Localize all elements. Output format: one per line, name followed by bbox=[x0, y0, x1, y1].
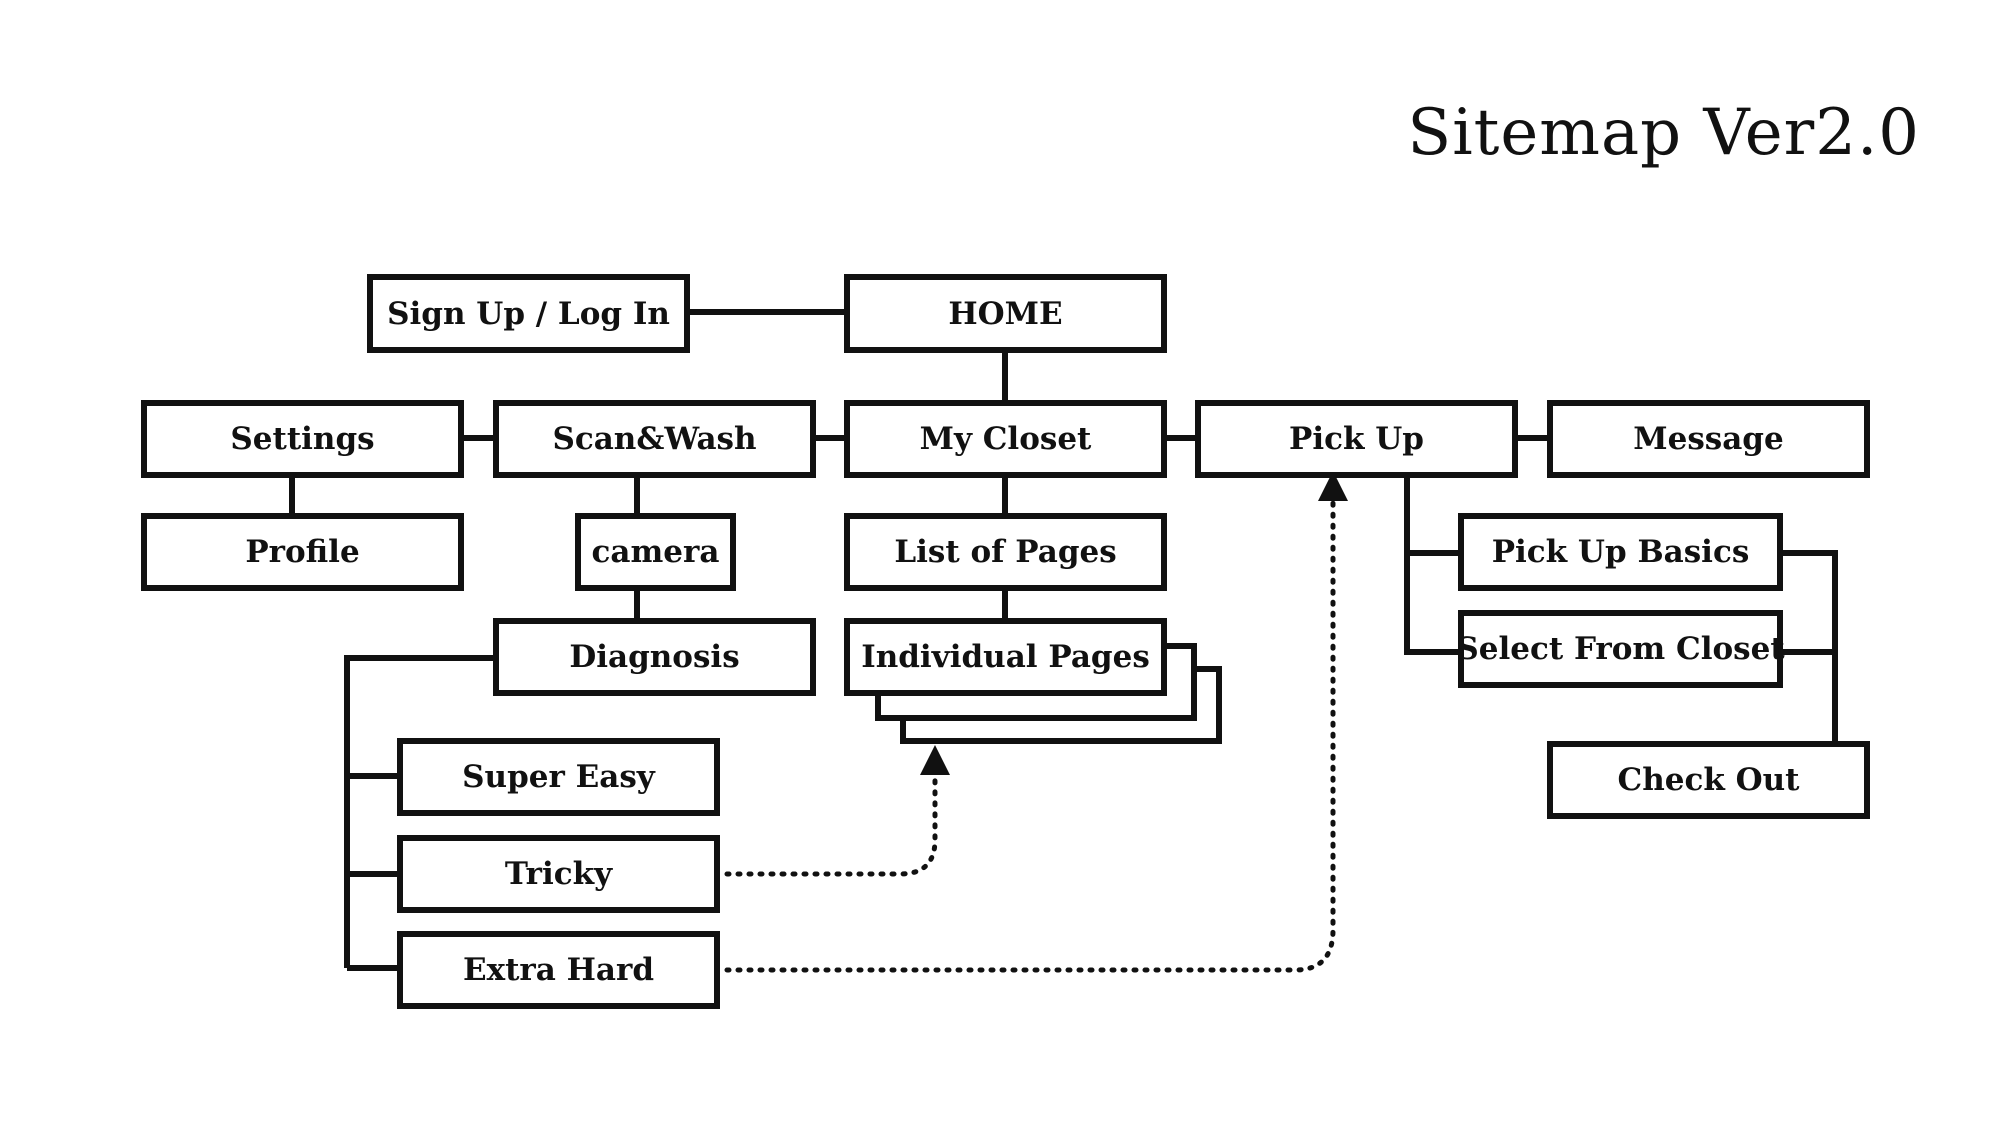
node-scan-wash[interactable]: Scan&Wash bbox=[493, 400, 816, 478]
node-profile[interactable]: Profile bbox=[141, 513, 464, 591]
node-select-from-closet[interactable]: Select From Closet bbox=[1456, 610, 1785, 688]
node-pick-up[interactable]: Pick Up bbox=[1195, 400, 1518, 478]
node-super-easy[interactable]: Super Easy bbox=[397, 738, 720, 816]
link-basics-checkout bbox=[1780, 550, 1838, 744]
node-extra-hard[interactable]: Extra Hard bbox=[397, 931, 720, 1009]
node-camera[interactable]: camera bbox=[575, 513, 736, 591]
node-tricky[interactable]: Tricky bbox=[397, 835, 720, 913]
dotted-link-tricky-individual bbox=[724, 745, 950, 877]
node-signup-login[interactable]: Sign Up / Log In bbox=[367, 274, 690, 353]
link-pickup-select bbox=[1404, 553, 1460, 655]
link-pickup-basics bbox=[1404, 476, 1460, 556]
node-individual-pages[interactable]: Individual Pages bbox=[844, 618, 1167, 696]
dotted-link-extrahard-pickup bbox=[724, 471, 1348, 973]
node-check-out[interactable]: Check Out bbox=[1547, 741, 1870, 819]
node-pick-up-basics[interactable]: Pick Up Basics bbox=[1458, 513, 1783, 591]
node-home[interactable]: HOME bbox=[844, 274, 1167, 353]
node-settings[interactable]: Settings bbox=[141, 400, 464, 478]
node-message[interactable]: Message bbox=[1547, 400, 1870, 478]
link-diagnosis-tree bbox=[344, 655, 495, 968]
node-list-of-pages[interactable]: List of Pages bbox=[844, 513, 1167, 591]
node-diagnosis[interactable]: Diagnosis bbox=[493, 618, 816, 696]
node-my-closet[interactable]: My Closet bbox=[844, 400, 1167, 478]
page-title: Sitemap Ver2.0 bbox=[1407, 96, 1920, 170]
